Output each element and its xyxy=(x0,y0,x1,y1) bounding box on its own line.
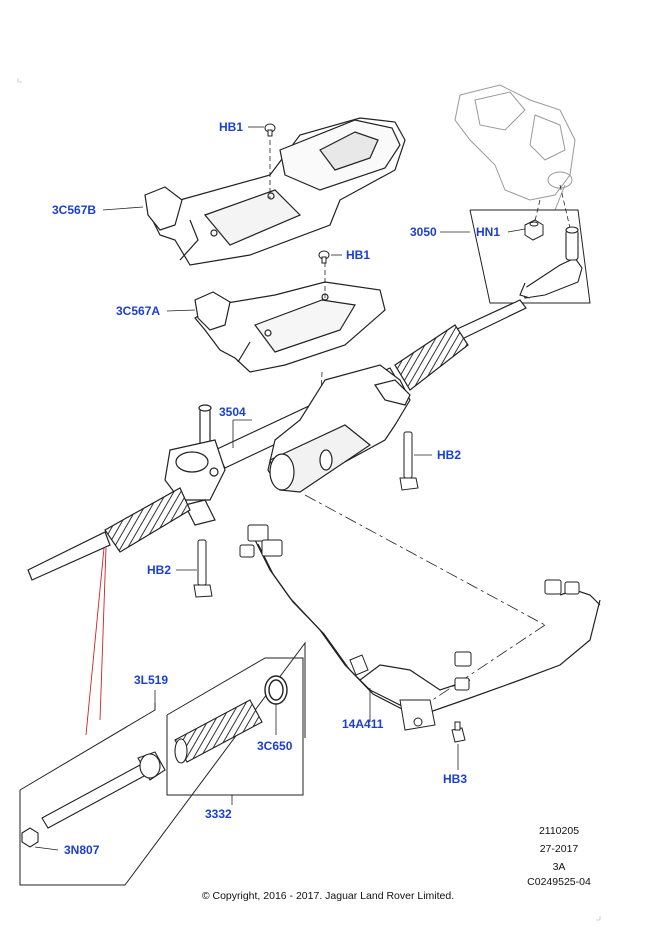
clamp-3c650 xyxy=(264,675,288,705)
reference-code-3: 3A xyxy=(552,861,566,873)
kit-box-3l519 xyxy=(19,641,306,886)
callout-hb2-right: HB2 xyxy=(437,448,462,462)
callout-hb2-left: HB2 xyxy=(147,563,172,577)
heat-shield-lower xyxy=(194,281,386,373)
callout-3n807: 3N807 xyxy=(64,843,100,857)
boot-kit-box-3332 xyxy=(166,657,304,796)
callout-hb1-mid: HB1 xyxy=(346,248,371,262)
callout-3l519: 3L519 xyxy=(134,673,169,687)
inner-tie-rod xyxy=(41,751,166,829)
bolt-hb1-top xyxy=(264,123,276,137)
callout-hn1: HN1 xyxy=(476,225,501,239)
bolt-hb2-left xyxy=(193,539,213,598)
callout-3c650: 3C650 xyxy=(257,739,293,753)
bolt-hb1-mid xyxy=(318,250,330,264)
dash-guide-harness xyxy=(304,494,546,706)
reference-code-1: 2110205 xyxy=(538,825,580,837)
tie-rod-end xyxy=(519,226,583,299)
callout-3c567b: 3C567B xyxy=(52,203,97,217)
wiring-harness xyxy=(254,539,601,713)
nut-hn1 xyxy=(524,219,544,241)
heat-shield-upper xyxy=(144,117,406,266)
callout-3332: 3332 xyxy=(205,807,232,821)
bolt-hb2-right xyxy=(399,431,419,491)
harness-connectors xyxy=(239,524,580,731)
callout-14a411: 14A411 xyxy=(342,717,384,731)
bolt-hb3 xyxy=(451,721,466,743)
nut-3n807 xyxy=(21,827,39,848)
boot-3332 xyxy=(174,699,263,764)
dash-guide-knuckle xyxy=(533,184,571,229)
callout-hb3: HB3 xyxy=(443,772,468,786)
crop-marks xyxy=(17,78,601,921)
callout-3c567a: 3C567A xyxy=(116,304,161,318)
red-guide-lines xyxy=(85,547,107,736)
tie-rod-end-box xyxy=(469,209,591,304)
steering-knuckle-ghost xyxy=(454,84,576,211)
copyright-notice: © Copyright, 2016 - 2017. Jaguar Land Ro… xyxy=(201,890,455,902)
reference-code-4: C0249525-04 xyxy=(527,876,591,888)
reference-code-2: 27-2017 xyxy=(539,843,579,855)
callout-3504: 3504 xyxy=(219,405,246,419)
callout-hb1-top: HB1 xyxy=(219,120,244,134)
callout-3050: 3050 xyxy=(410,225,437,239)
steering-rack-assembly xyxy=(27,299,527,581)
leader-lines xyxy=(34,126,526,851)
